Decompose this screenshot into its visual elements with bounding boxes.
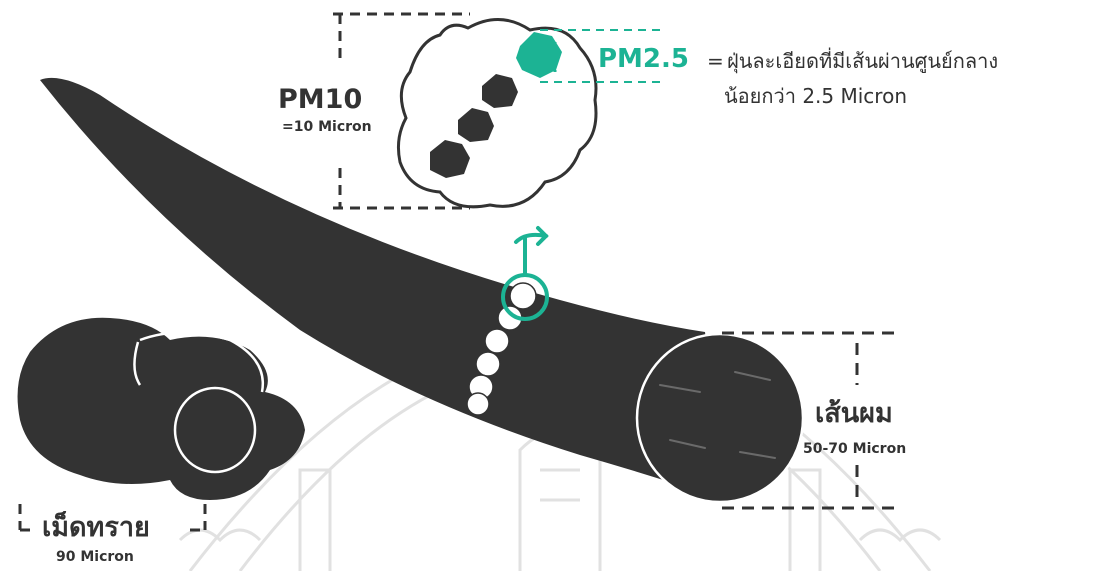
pm25-title: PM2.5 xyxy=(598,46,689,72)
sand-title: เม็ดทราย xyxy=(42,514,150,541)
hair-title: เส้นผม xyxy=(815,400,893,427)
sand-size: 90 Micron xyxy=(56,550,134,564)
pm25-description-line1: ฝุ่นละเอียดที่มีเส้นผ่านศูนย์กลาง xyxy=(727,51,998,71)
pm10-title: PM10 xyxy=(278,86,362,113)
pm25-equals: = xyxy=(707,51,724,71)
pm10-size: =10 Micron xyxy=(282,120,372,134)
pm10-particle xyxy=(398,19,596,206)
sand-grain xyxy=(18,318,305,500)
pm25-description-line2: น้อยกว่า 2.5 Micron xyxy=(724,86,907,106)
hair-cross-section xyxy=(637,334,803,502)
hair-size: 50-70 Micron xyxy=(803,442,906,456)
